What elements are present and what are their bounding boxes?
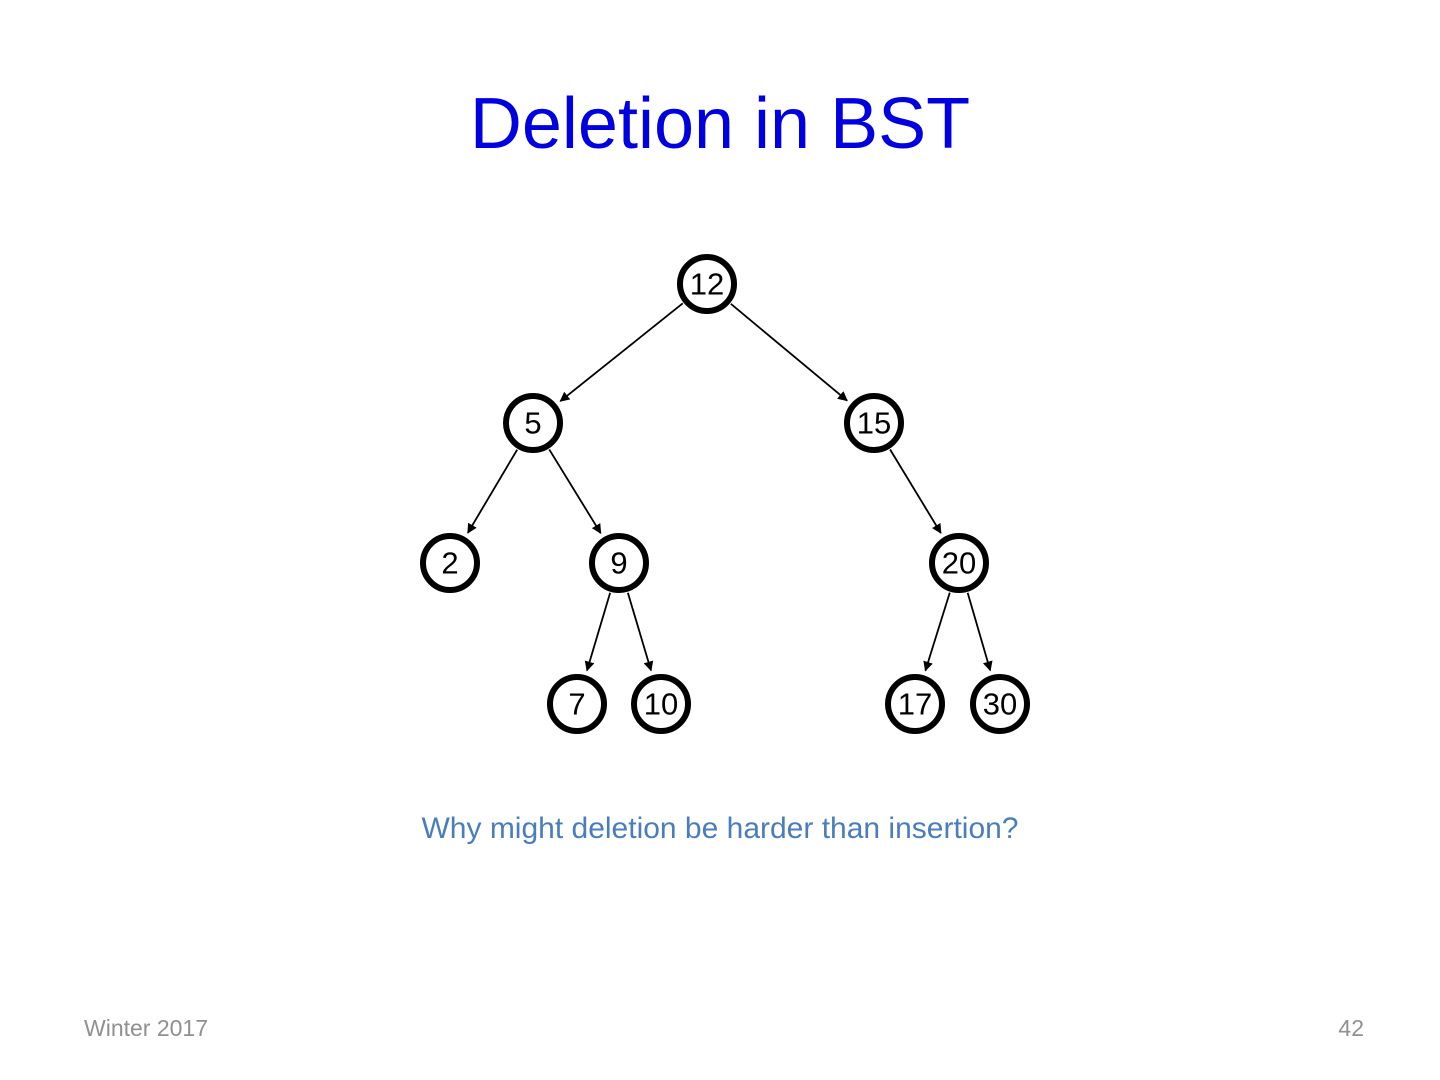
- tree-node-label-5: 5: [524, 405, 542, 441]
- tree-node-2: [420, 533, 480, 593]
- tree-node-label-10: 10: [643, 686, 679, 722]
- tree-edge-n12-to-n15: [730, 303, 848, 402]
- tree-edge-n9-to-n7: [584, 592, 612, 672]
- tree-node-17: [885, 674, 945, 734]
- tree-edge-n5-to-n9: [548, 448, 602, 535]
- tree-edge-n20-to-n17: [923, 592, 951, 672]
- tree-node-12: [677, 254, 737, 314]
- tree-node-label-12: 12: [689, 266, 725, 302]
- tree-node-20: [929, 533, 989, 593]
- tree-node-7: [547, 674, 607, 734]
- tree-edge-layer: [467, 302, 993, 672]
- tree-node-label-2: 2: [441, 545, 459, 581]
- footer-page-number: 42: [1338, 1015, 1364, 1041]
- tree-node-label-17: 17: [897, 686, 933, 722]
- subtitle-question: Why might deletion be harder than insert…: [421, 812, 1019, 845]
- tree-node-30: [970, 674, 1030, 734]
- page-title: Deletion in BST: [469, 84, 971, 164]
- tree-edge-n9-to-n10: [626, 592, 654, 672]
- tree-edge-n15-to-n20: [889, 449, 942, 534]
- tree-node-label-15: 15: [856, 405, 892, 441]
- tree-edge-n5-to-n2: [467, 449, 518, 534]
- tree-edge-n20-to-n30: [966, 592, 993, 672]
- tree-node-label-30: 30: [982, 686, 1018, 722]
- footer-date: Winter 2017: [84, 1015, 209, 1041]
- tree-edge-n12-to-n5: [559, 302, 684, 402]
- tree-node-9: [589, 533, 649, 593]
- tree-node-label-20: 20: [941, 545, 977, 581]
- tree-node-label-9: 9: [610, 545, 628, 581]
- tree-node-15: [844, 393, 904, 453]
- tree-node-5: [503, 393, 563, 453]
- tree-node-label-7: 7: [568, 686, 586, 722]
- tree-node-10: [631, 674, 691, 734]
- tree-node-layer: [420, 254, 1030, 734]
